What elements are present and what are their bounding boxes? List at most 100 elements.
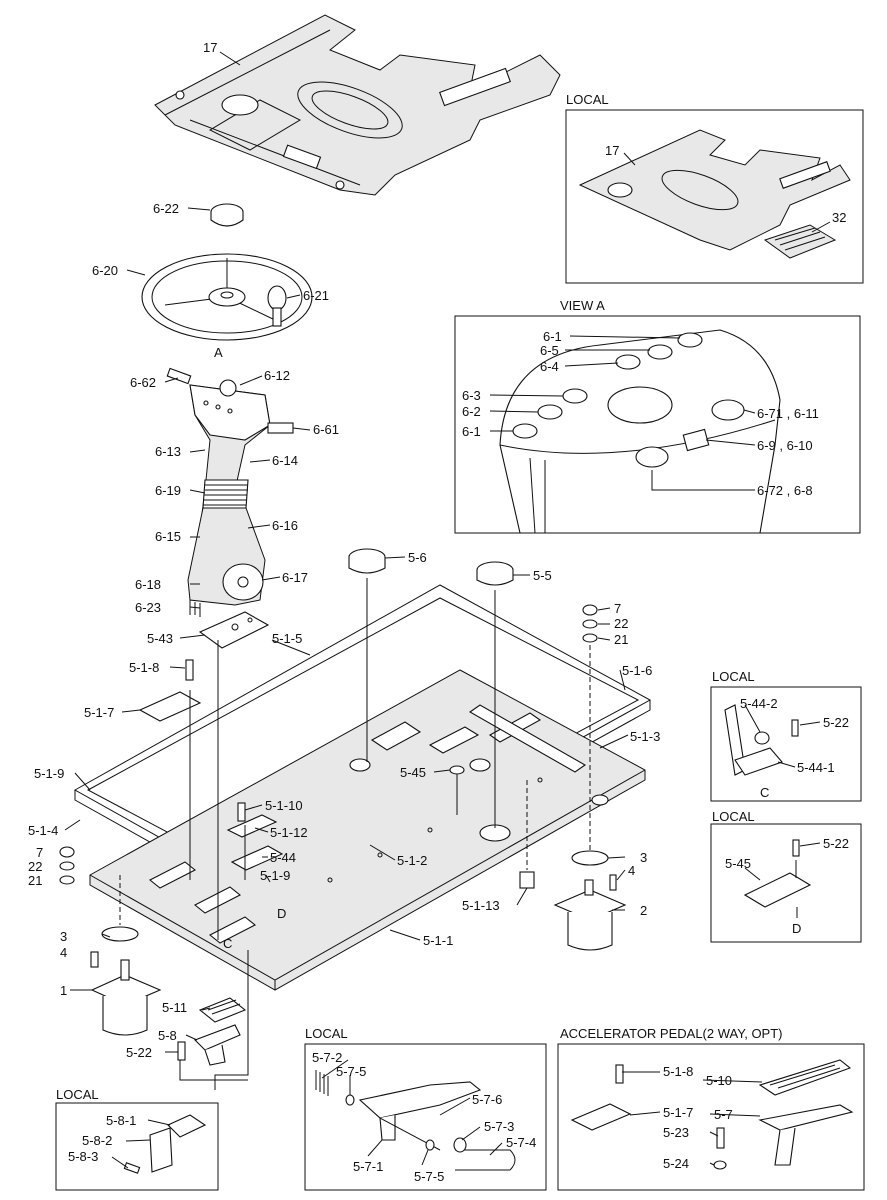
callout-5-45: 5-45 bbox=[400, 765, 426, 780]
bellows-6-19 bbox=[202, 479, 249, 509]
callout-acc-5-23: 5-23 bbox=[663, 1125, 689, 1140]
accelerator-pedal-5-7 bbox=[570, 1059, 854, 1170]
callout-local-5-44-2: 5-44-2 bbox=[740, 696, 778, 711]
title-accelerator-pedal: ACCELERATOR PEDAL(2 WAY, OPT) bbox=[560, 1026, 783, 1041]
callout-6-16: 6-16 bbox=[272, 518, 298, 533]
local-box-5-7 bbox=[304, 1043, 547, 1191]
callout-local-5-44-1: 5-44-1 bbox=[797, 760, 835, 775]
spacer-5-1-13 bbox=[519, 780, 535, 889]
callout-4-left: 4 bbox=[60, 945, 67, 960]
local-box-5-8 bbox=[55, 1102, 219, 1191]
callout-local-5-45: 5-45 bbox=[725, 856, 751, 871]
callout-6-13: 6-13 bbox=[155, 444, 181, 459]
callout-3-left: 3 bbox=[60, 929, 67, 944]
callout-3-right: 3 bbox=[640, 850, 647, 865]
washer-3a bbox=[101, 926, 139, 942]
callout-6-22: 6-22 bbox=[153, 201, 179, 216]
callout-view-6-5: 6-5 bbox=[540, 343, 559, 358]
callout-6-21: 6-21 bbox=[303, 288, 329, 303]
spinner-knob-6-21 bbox=[267, 285, 287, 327]
leader-lines-pedal bbox=[179, 950, 249, 1090]
local-box-5-45 bbox=[710, 823, 862, 943]
callout-view-6-72-6-8: 6-72 , 6-8 bbox=[757, 483, 813, 498]
callout-leader-lines bbox=[64, 51, 831, 1169]
callout-acc-5-24: 5-24 bbox=[663, 1156, 689, 1171]
callout-5-22-pedal: 5-22 bbox=[126, 1045, 152, 1060]
grommet-5-5 bbox=[476, 561, 514, 586]
horn-cap-6-22 bbox=[210, 203, 244, 227]
callout-4-right: 4 bbox=[628, 863, 635, 878]
callout-local-5-22-a: 5-22 bbox=[823, 715, 849, 730]
leader-lines-grommets bbox=[366, 578, 496, 828]
control-console-view-a bbox=[499, 329, 781, 534]
callout-A: A bbox=[214, 345, 223, 360]
rail-5-1-3 bbox=[468, 704, 587, 773]
callout-5-1-3: 5-1-3 bbox=[630, 729, 660, 744]
callout-6-19: 6-19 bbox=[155, 483, 181, 498]
callout-5-1-6: 5-1-6 bbox=[622, 663, 652, 678]
callout-local-5-7-3: 5-7-3 bbox=[484, 1119, 514, 1134]
pedal-pad-5-11 bbox=[198, 997, 247, 1023]
callout-view-6-1-top: 6-1 bbox=[543, 329, 562, 344]
callout-acc-5-1-8: 5-1-8 bbox=[663, 1064, 693, 1079]
callout-view-6-2: 6-2 bbox=[462, 404, 481, 419]
callout-view-6-4: 6-4 bbox=[540, 359, 559, 374]
callout-17: 17 bbox=[203, 40, 217, 55]
callout-acc-5-7: 5-7 bbox=[714, 1107, 733, 1122]
callout-labels: 17 17 32 6-22 6-20 6-21 A 6-62 6-12 6-61… bbox=[28, 40, 849, 1184]
callout-5-1-2: 5-1-2 bbox=[397, 853, 427, 868]
anti-slip-pad-32 bbox=[763, 224, 837, 259]
callout-C: C bbox=[223, 936, 232, 951]
callout-17-local: 17 bbox=[605, 143, 619, 158]
callout-6-17: 6-17 bbox=[282, 570, 308, 585]
grommet-5-6 bbox=[348, 548, 386, 574]
callout-5-44: 5-44 bbox=[270, 850, 296, 865]
callout-local-5-7-4: 5-7-4 bbox=[506, 1135, 536, 1150]
accelerator-box bbox=[557, 1043, 865, 1191]
callout-1: 1 bbox=[60, 983, 67, 998]
callout-32: 32 bbox=[832, 210, 846, 225]
floor-mat-17-local bbox=[578, 129, 851, 251]
callout-5-11: 5-11 bbox=[162, 1000, 187, 1015]
floor-mat-17 bbox=[154, 14, 561, 196]
callout-2: 2 bbox=[640, 903, 647, 918]
callout-5-1-7: 5-1-7 bbox=[84, 705, 114, 720]
pedal-5-7-local bbox=[315, 1070, 516, 1171]
bracket-5-8-local bbox=[123, 1114, 207, 1174]
mount-2 bbox=[553, 604, 627, 951]
callout-6-23: 6-23 bbox=[135, 600, 161, 615]
title-view-a: VIEW A bbox=[560, 298, 605, 313]
callout-local-5-8-1: 5-8-1 bbox=[106, 1113, 136, 1128]
callout-21-left: 21 bbox=[28, 873, 42, 888]
pedal-bracket-5-8 bbox=[177, 1024, 241, 1066]
callout-5-1-10: 5-1-10 bbox=[265, 798, 303, 813]
callout-5-1-1: 5-1-1 bbox=[423, 933, 453, 948]
callout-5-8: 5-8 bbox=[158, 1028, 177, 1043]
plate-5-45 bbox=[743, 839, 812, 918]
bracket-5-43 bbox=[198, 611, 270, 649]
local-box-floor-mat bbox=[565, 109, 864, 284]
callout-local-5-7-5-top: 5-7-5 bbox=[336, 1064, 366, 1079]
callout-local-5-8-2: 5-8-2 bbox=[82, 1133, 112, 1148]
callout-5-6: 5-6 bbox=[408, 550, 427, 565]
title-local-5-44: LOCAL bbox=[712, 669, 755, 684]
steering-wheel-6-20 bbox=[141, 253, 313, 341]
callout-local-5-7-2: 5-7-2 bbox=[312, 1050, 342, 1065]
callout-local-5-22-b: 5-22 bbox=[823, 836, 849, 851]
callout-5-1-13: 5-1-13 bbox=[462, 898, 500, 913]
callout-acc-5-1-7: 5-1-7 bbox=[663, 1105, 693, 1120]
title-local-5-8: LOCAL bbox=[56, 1087, 99, 1102]
callout-5-1-9-center: 5-1-9 bbox=[260, 868, 290, 883]
callout-22-top: 22 bbox=[614, 616, 628, 631]
callout-view-6-71-6-11: 6-71 , 6-11 bbox=[757, 406, 819, 421]
callout-6-62: 6-62 bbox=[130, 375, 156, 390]
callout-local-5-7-5-bottom: 5-7-5 bbox=[414, 1169, 444, 1184]
callout-6-61: 6-61 bbox=[313, 422, 339, 437]
callout-7-left: 7 bbox=[36, 845, 43, 860]
callout-6-12: 6-12 bbox=[264, 368, 290, 383]
local-box-5-44 bbox=[710, 686, 862, 802]
callout-local-D: D bbox=[792, 921, 801, 936]
callout-local-5-7-1: 5-7-1 bbox=[353, 1159, 383, 1174]
